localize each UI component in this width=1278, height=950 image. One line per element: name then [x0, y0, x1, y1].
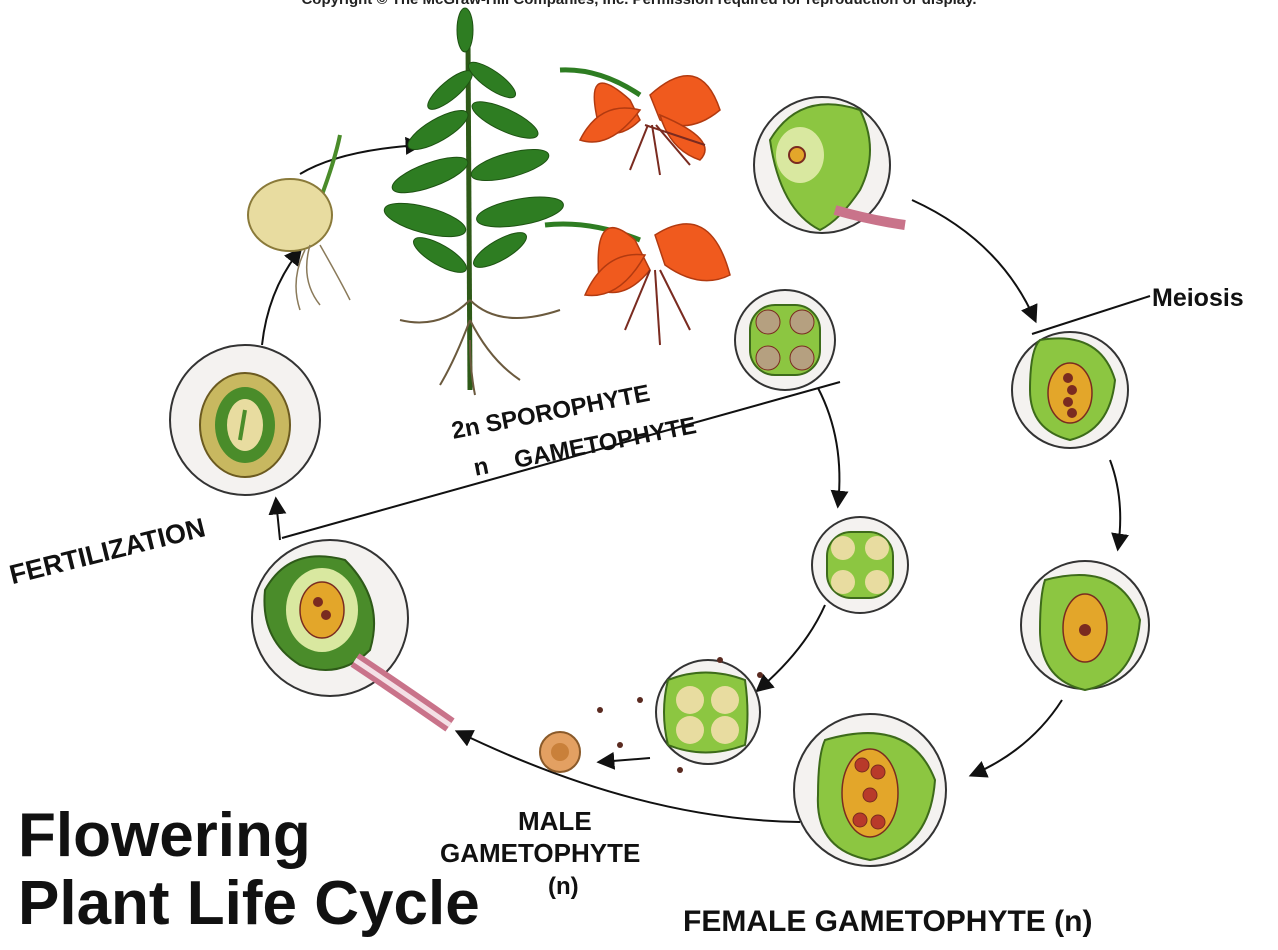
title-line2: Plant Life Cycle: [18, 868, 480, 939]
mature-embryo-sac-circle: [794, 714, 946, 866]
anther-circle: [735, 290, 835, 390]
embryo-sac-circle: [1021, 561, 1149, 690]
megaspore-circle: [1012, 332, 1128, 448]
arrow-seed-to-plant: [300, 145, 420, 174]
embryo-seed-circle: [170, 345, 320, 495]
arrow-fertilization-up: [276, 500, 280, 540]
pollen-grain: [540, 732, 580, 772]
arrow-female-2-to-3: [972, 700, 1062, 775]
male-gametophyte-ploidy: (n): [548, 873, 579, 901]
arrow-female-1-to-2: [1110, 460, 1120, 548]
sporophyte-plant: [381, 8, 566, 395]
lily-flower-bottom: [545, 224, 730, 345]
arrow-flower-to-meiosis: [912, 200, 1035, 320]
arrow-pollen-to-release: [758, 605, 825, 690]
fertilization-circle: [252, 540, 450, 725]
male-gametophyte-label-line2: GAMETOPHYTE: [440, 838, 640, 869]
arrow-anther-down: [818, 388, 839, 505]
germinating-seed: [248, 135, 350, 310]
male-gametophyte-label-line1: MALE: [518, 806, 592, 837]
meiosis-label: Meiosis: [1152, 284, 1244, 313]
female-gametophyte-label: FEMALE GAMETOPHYTE (n): [683, 905, 1092, 939]
microspore-circle: [812, 517, 908, 613]
title-line1: Flowering: [18, 800, 311, 871]
pollen-release-circle: [597, 657, 763, 773]
lily-flower-top: [560, 70, 720, 175]
arrow-seed-up: [262, 250, 300, 345]
arrow-pollen-to-fertilization: [600, 758, 650, 762]
flower-ovary-circle: [754, 97, 905, 233]
copyright-notice: Copyright © The McGraw-Hill Companies, I…: [0, 0, 1278, 8]
meiosis-divider: [1032, 296, 1150, 334]
